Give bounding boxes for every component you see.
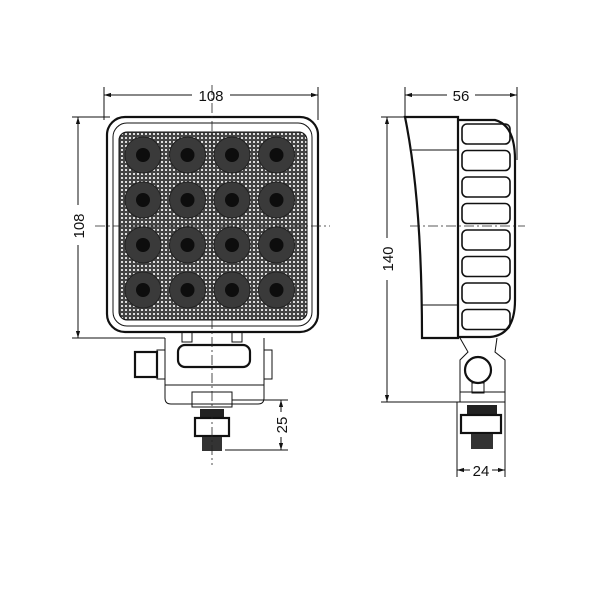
- cooling-fin: [461, 202, 511, 225]
- led-chip: [269, 193, 284, 207]
- led-chip: [136, 238, 150, 252]
- side-view: 56 140 24: [380, 87, 525, 480]
- cooling-fin: [461, 149, 511, 172]
- cooling-fin: [461, 308, 511, 331]
- led-chip: [136, 193, 150, 207]
- cooling-fin: [461, 176, 511, 198]
- side-bolt: [459, 405, 503, 449]
- cooling-fin: [461, 255, 511, 278]
- led-chip: [269, 238, 284, 252]
- height-dimension: 108: [71, 213, 88, 238]
- led-array: [124, 136, 295, 309]
- housing-outer: [105, 115, 320, 334]
- front-view: 108 108 25: [71, 85, 330, 465]
- led-chip: [180, 148, 195, 162]
- led-chip: [225, 238, 239, 252]
- led-chip: [269, 148, 284, 162]
- led-chip: [225, 148, 239, 162]
- mount-bracket: [133, 331, 273, 405]
- width-dimension: 108: [198, 88, 223, 105]
- cooling-fin: [461, 282, 511, 304]
- led-chip: [136, 283, 150, 297]
- cooling-fin: [461, 123, 511, 145]
- housing-inner: [112, 122, 313, 327]
- led-chip: [225, 283, 239, 297]
- cooling-fin: [461, 229, 511, 251]
- led-chip: [180, 193, 195, 207]
- bolt-dimension: 25: [274, 417, 291, 434]
- bracket-width-dimension: 24: [473, 463, 490, 480]
- cooling-fins: [461, 123, 511, 331]
- led-chip: [136, 148, 150, 162]
- led-chip: [180, 283, 195, 297]
- led-chip: [225, 193, 239, 207]
- depth-dimension: 56: [453, 88, 470, 105]
- side-bracket: [459, 337, 506, 403]
- led-chip: [180, 238, 195, 252]
- total-height-dimension: 140: [380, 246, 397, 271]
- led-chip: [269, 283, 284, 297]
